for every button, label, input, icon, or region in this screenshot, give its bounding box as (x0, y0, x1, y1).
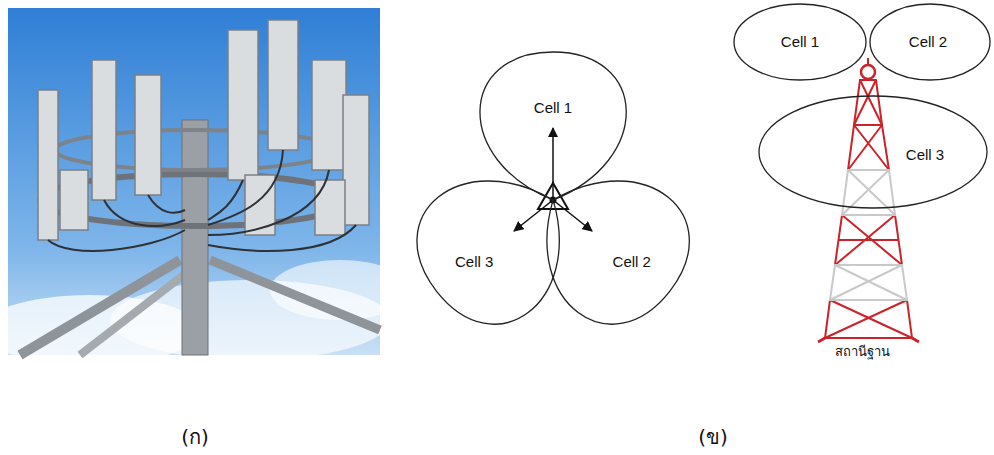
ellipse-outline (734, 4, 866, 80)
sector-lobe: Cell 3 (414, 178, 562, 327)
sector-lobe: Cell 1 (477, 49, 629, 203)
lobe-outline (547, 181, 689, 324)
lobe-outline (480, 52, 626, 200)
tower-photo (0, 8, 410, 365)
station-label: สถานีฐาน (835, 344, 890, 360)
node-outline (757, 94, 989, 210)
figure-caption: (ข) (698, 425, 728, 449)
ellipse-outline (870, 4, 990, 80)
cell-label: Cell 2 (613, 253, 651, 271)
cell-label: Cell 3 (455, 253, 493, 271)
lobe-outline (417, 181, 559, 324)
node-outline (544, 178, 692, 327)
sector-lobe: Cell 2 (544, 178, 692, 327)
node-outline (414, 178, 562, 327)
cell-ellipse: Cell 3 (757, 94, 989, 210)
ellipse-outline (759, 96, 987, 208)
lattice-tower (818, 58, 919, 342)
cell-ellipse: Cell 2 (868, 2, 992, 82)
cell-label: Cell 1 (781, 33, 819, 51)
node-outline (477, 49, 629, 203)
cell-ellipse: Cell 1 (732, 2, 868, 82)
figure-caption: (ก) (181, 425, 209, 449)
cell-label: Cell 2 (909, 33, 947, 51)
sector-antenna (514, 128, 592, 231)
cell-label: Cell 3 (906, 146, 944, 164)
cell-label: Cell 1 (534, 99, 572, 117)
